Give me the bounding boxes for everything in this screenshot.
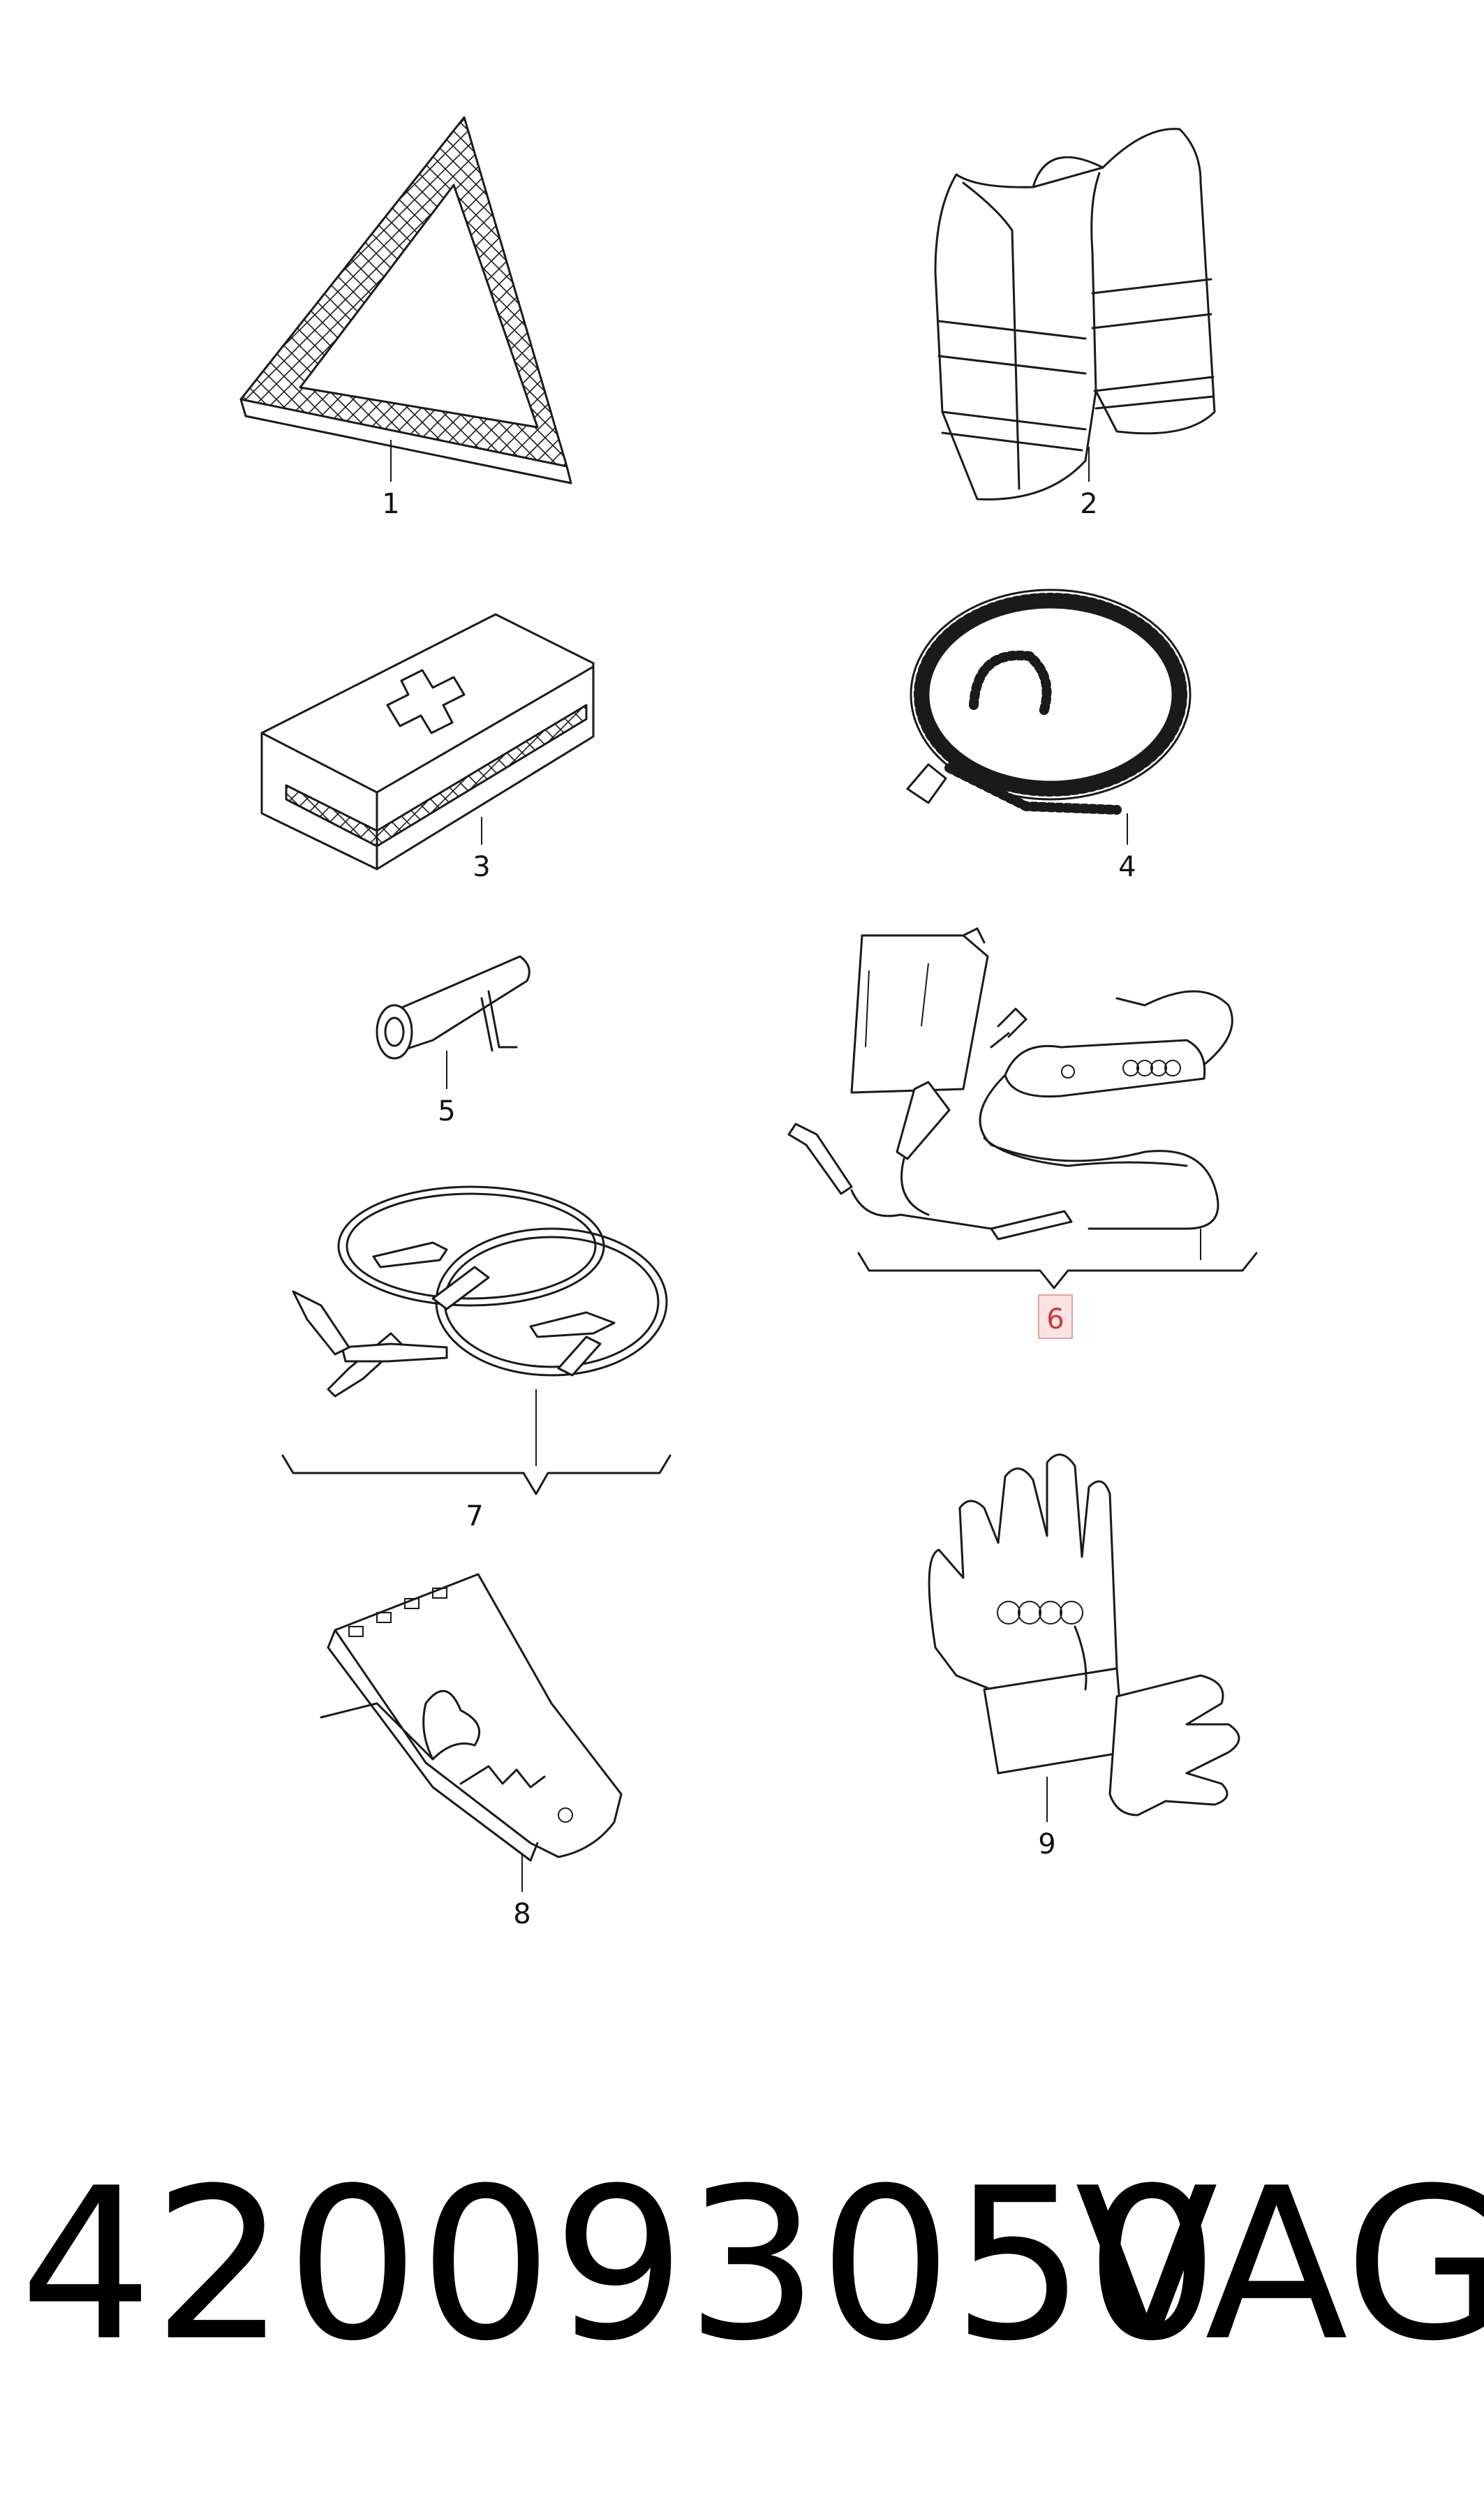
callout-8[interactable]: 8 — [513, 1898, 530, 1930]
callout-6[interactable]: 6 — [1046, 1303, 1064, 1335]
callout-2[interactable]: 2 — [1080, 488, 1097, 520]
callout-5[interactable]: 5 — [438, 1095, 455, 1127]
jumper-cables-drawing — [281, 1185, 671, 1495]
wheel-chock-drawing — [320, 1573, 623, 1892]
safety-vest-drawing — [934, 128, 1216, 501]
first-aid-kit-drawing — [260, 613, 595, 871]
callout-9[interactable]: 9 — [1038, 1828, 1055, 1860]
tow-eye-drawing — [376, 955, 530, 1089]
brand-name: VAG — [1075, 2143, 1484, 2387]
callout-3[interactable]: 3 — [473, 851, 490, 883]
callout-1[interactable]: 1 — [382, 488, 399, 520]
battery-charger-drawing — [787, 927, 1258, 1339]
callout-7[interactable]: 7 — [466, 1500, 483, 1532]
part-number: 420093050 — [20, 2143, 1219, 2387]
gloves-drawing — [928, 1453, 1240, 1822]
callout-4[interactable]: 4 — [1118, 851, 1136, 883]
tow-rope-drawing — [906, 589, 1192, 845]
warning-triangle-drawing — [239, 116, 572, 484]
